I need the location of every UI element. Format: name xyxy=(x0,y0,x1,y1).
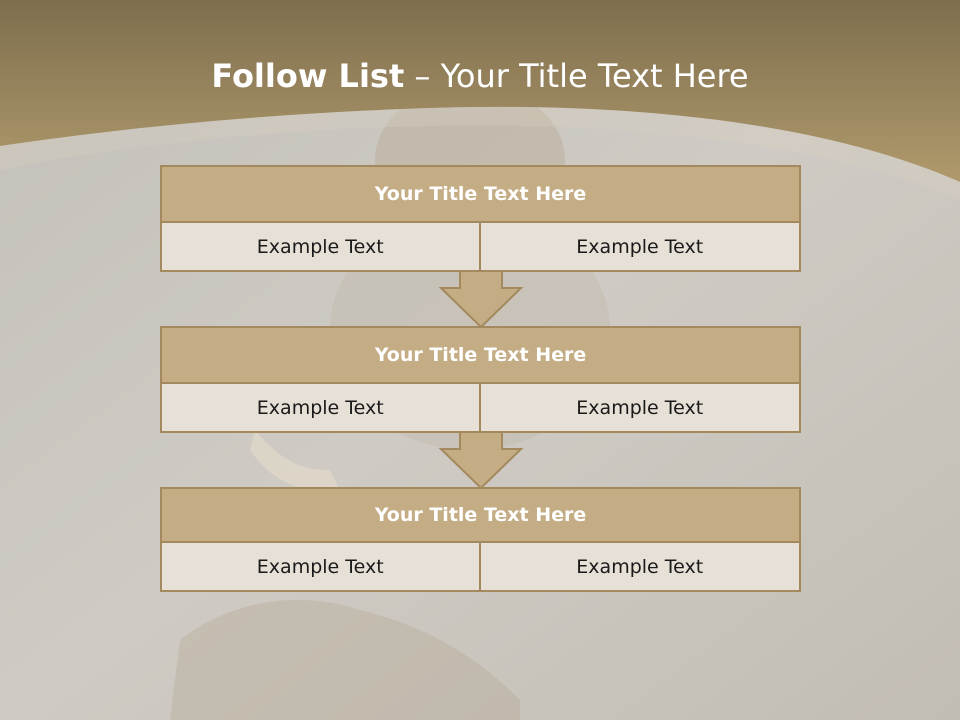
block-cell-left: Example Text xyxy=(160,223,481,272)
list-block-2: Your Title Text Here Example Text Exampl… xyxy=(160,326,801,433)
block-row: Example Text Example Text xyxy=(160,384,801,433)
slide-title: Follow List – Your Title Text Here xyxy=(0,54,960,98)
block-cell-right: Example Text xyxy=(480,384,801,433)
block-cell-right: Example Text xyxy=(480,223,801,272)
down-arrow-icon xyxy=(438,270,524,329)
block-cell-right: Example Text xyxy=(480,543,801,592)
block-heading: Your Title Text Here xyxy=(160,165,801,223)
list-block-1: Your Title Text Here Example Text Exampl… xyxy=(160,165,801,272)
list-block-3: Your Title Text Here Example Text Exampl… xyxy=(160,487,801,592)
block-cell-left: Example Text xyxy=(160,384,481,433)
block-cell-left: Example Text xyxy=(160,543,481,592)
block-row: Example Text Example Text xyxy=(160,543,801,592)
faint-hand-shape xyxy=(170,600,520,720)
faint-arm-shape xyxy=(250,430,340,491)
header-curve-highlight xyxy=(0,106,960,200)
block-heading: Your Title Text Here xyxy=(160,326,801,384)
down-arrow-icon xyxy=(438,431,524,490)
block-row: Example Text Example Text xyxy=(160,223,801,272)
title-rest-part: – Your Title Text Here xyxy=(414,57,749,95)
block-heading: Your Title Text Here xyxy=(160,487,801,543)
header-band xyxy=(0,0,960,182)
title-bold-part: Follow List xyxy=(211,57,405,95)
